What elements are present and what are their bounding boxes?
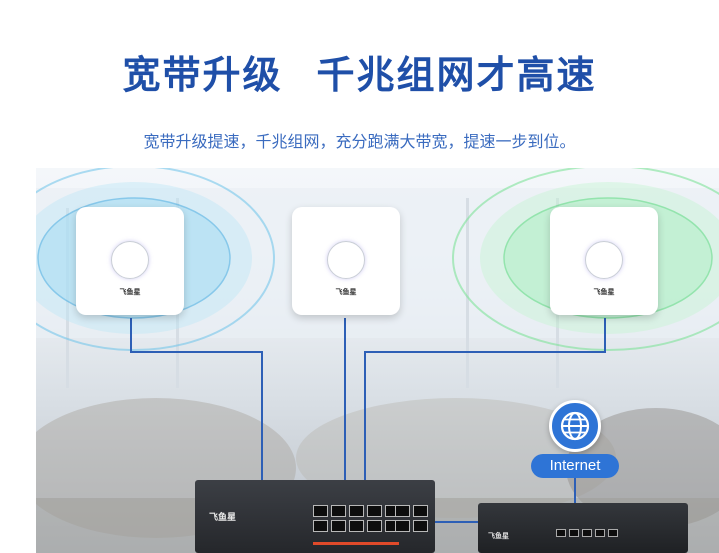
ap-indicator-ring <box>111 241 149 279</box>
router-ports <box>556 529 618 537</box>
switch-port <box>313 520 328 532</box>
switch-port <box>367 505 382 517</box>
router-port <box>556 529 566 537</box>
router-port <box>595 529 605 537</box>
ap-brand-label: 飞鱼星 <box>119 288 141 296</box>
access-point-center: 飞鱼星 <box>292 207 400 315</box>
switch-port <box>313 505 328 517</box>
subheadline: 宽带升级提速，千兆组网，充分跑满大带宽，提速一步到位。 <box>143 132 576 151</box>
switch-uplink-ports <box>395 505 428 532</box>
switch-port <box>413 520 428 532</box>
ap-brand-label: 飞鱼星 <box>335 288 357 296</box>
internet-badge: Internet <box>531 454 619 478</box>
ap-brand-label: 飞鱼星 <box>593 288 615 296</box>
switch-port <box>349 520 364 532</box>
switch-brand-label: 飞鱼星 <box>209 513 237 523</box>
globe-icon <box>549 400 601 452</box>
switch-port <box>349 505 364 517</box>
switch-port <box>331 505 346 517</box>
headline-left: 宽带升级 <box>122 53 283 97</box>
router-port <box>608 529 618 537</box>
switch-port <box>395 520 410 532</box>
network-switch: 飞鱼星 <box>195 480 435 553</box>
router: 飞鱼星 <box>478 503 688 553</box>
router-brand-label: 飞鱼星 <box>488 532 509 540</box>
router-port <box>569 529 579 537</box>
switch-port <box>331 520 346 532</box>
headline: 宽带升级千兆组网才高速 <box>0 44 719 99</box>
switch-ports <box>313 505 400 532</box>
access-point-left: 飞鱼星 <box>76 207 184 315</box>
switch-led-strip <box>313 542 399 545</box>
ap-indicator-ring <box>327 241 365 279</box>
switch-port <box>395 505 410 517</box>
router-port <box>582 529 592 537</box>
headline-right: 千兆组网才高速 <box>316 53 597 97</box>
access-point-right: 飞鱼星 <box>550 207 658 315</box>
ap-indicator-ring <box>585 241 623 279</box>
switch-port <box>367 520 382 532</box>
switch-port <box>413 505 428 517</box>
